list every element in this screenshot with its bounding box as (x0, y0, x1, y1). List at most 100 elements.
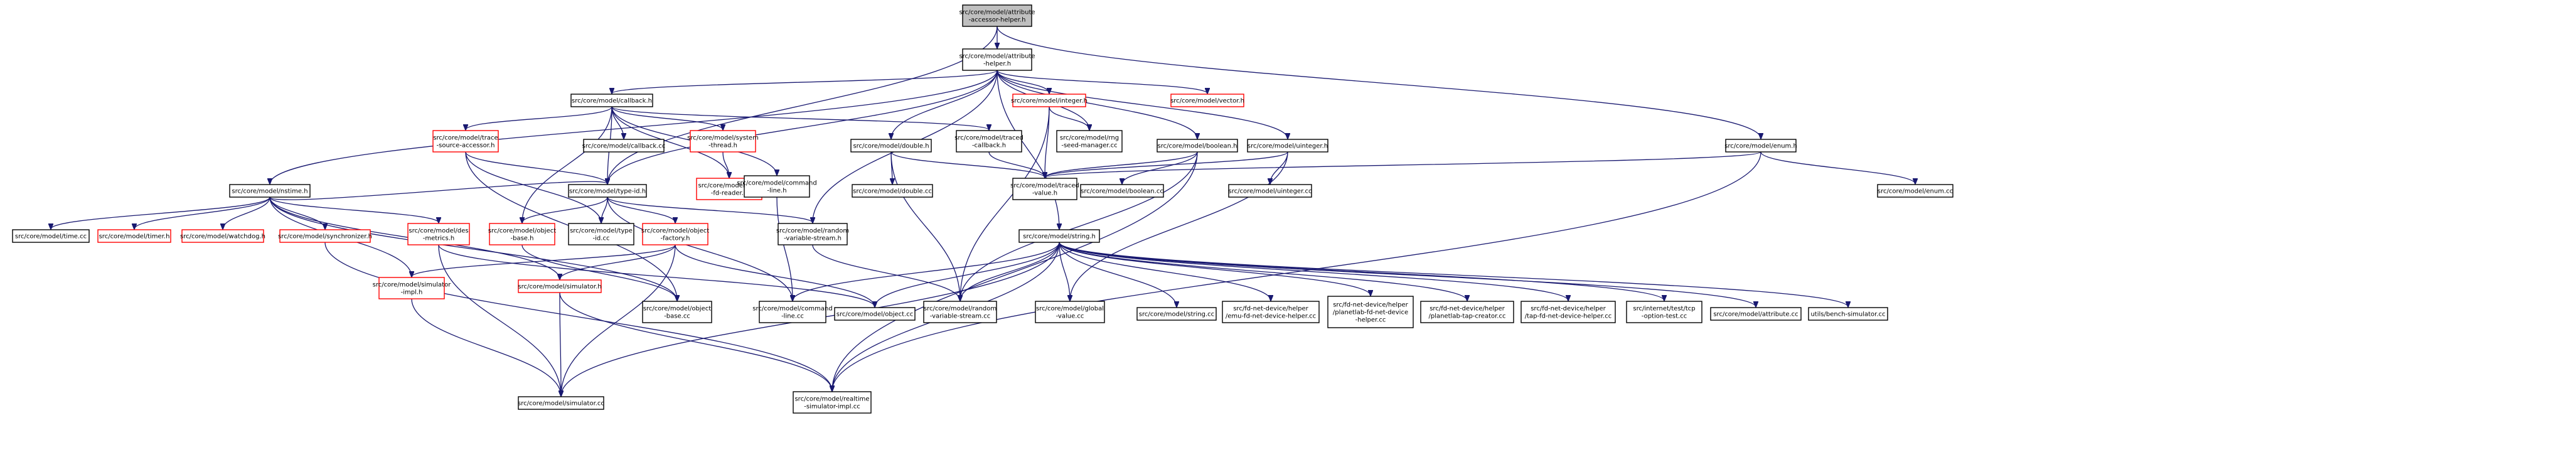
node-label: src/core/model/simulator.h (518, 284, 601, 291)
node-boolean-cc[interactable]: src/core/model/boolean.cc (1080, 184, 1164, 198)
node-type-id-h[interactable]: src/core/model/type-id.h (568, 184, 647, 198)
node-traced-callback-h[interactable]: src/core/model/traced-callback.h (954, 130, 1023, 153)
node-command-line-cc[interactable]: src/core/model/command-line.cc (752, 301, 833, 323)
node-simulator-cc[interactable]: src/core/model/simulator.cc (518, 396, 604, 410)
node-rng-seed-manager-cc[interactable]: src/core/model/rng-seed-manager.cc (1056, 130, 1123, 153)
node-double-h[interactable]: src/core/model/double.h (850, 139, 932, 153)
edge-nstime-h-to-synchronizer-h (269, 196, 325, 229)
node-box (793, 391, 872, 414)
node-label: src/core/model/callback.cc (582, 143, 666, 150)
node-tap-fd-net-device-helper-cc[interactable]: src/fd-net-device/helper/tap-fd-net-devi… (1520, 301, 1616, 323)
node-integer-h[interactable]: src/core/model/integer.h (1011, 94, 1088, 107)
node-attribute-accessor-helper-h[interactable]: src/core/model/attribute-accessor-helper… (959, 4, 1035, 27)
node-label: -helper.cc (1355, 317, 1386, 324)
edge-integer-h-to-random-variable-stream-cc (960, 106, 1050, 301)
node-label: -base.cc (664, 313, 690, 320)
node-box (852, 184, 933, 198)
node-realtime-simulator-impl-cc[interactable]: src/core/model/realtime-simulator-impl.c… (793, 391, 872, 414)
node-label: src/core/model/double.cc (853, 188, 932, 195)
node-object-base-h[interactable]: src/core/model/object-base.h (488, 223, 556, 245)
node-traced-value-h[interactable]: src/core/model/traced-value.h (1010, 178, 1079, 200)
edge-type-id-h-to-command-line-cc (607, 196, 793, 301)
node-system-thread-h[interactable]: src/core/model/system-thread.h (687, 130, 759, 153)
node-box (570, 94, 653, 107)
node-synchronizer-h[interactable]: src/core/model/synchronizer.h (278, 229, 372, 243)
node-type-id-cc[interactable]: src/core/model/type-id.cc (568, 223, 634, 245)
node-double-cc[interactable]: src/core/model/double.cc (852, 184, 933, 198)
edge-object-factory-h-to-simulator-h (560, 244, 676, 279)
node-bench-simulator-cc[interactable]: utils/bench-simulator.cc (1808, 307, 1888, 321)
node-label: /planetlab-tap-creator.cc (1429, 313, 1506, 320)
edge-attribute-helper-h-to-double-h (891, 70, 998, 139)
node-label: src/fd-net-device/helper (1333, 302, 1408, 309)
node-watchdog-h[interactable]: src/core/model/watchdog.h (180, 229, 265, 243)
node-box (518, 279, 602, 293)
node-label: src/core/model/time.cc (15, 234, 87, 240)
node-label: -impl.h (401, 289, 423, 296)
node-label: src/core/model/des (409, 228, 468, 235)
node-global-value-cc[interactable]: src/core/model/global-value.cc (1035, 301, 1105, 323)
node-simulator-h[interactable]: src/core/model/simulator.h (518, 279, 602, 293)
edge-nstime-h-to-type-id-h (269, 181, 607, 200)
node-time-cc[interactable]: src/core/model/time.cc (12, 229, 90, 243)
node-box (1626, 301, 1702, 323)
edge-integer-h-to-rng-seed-manager-cc (1049, 106, 1089, 130)
node-label: -thread.h (708, 142, 737, 149)
node-timer-h[interactable]: src/core/model/timer.h (97, 229, 171, 243)
node-callback-h[interactable]: src/core/model/callback.h (570, 94, 653, 107)
node-callback-cc[interactable]: src/core/model/callback.cc (582, 139, 666, 153)
edge-string-h-to-bench-simulator-cc (1059, 242, 1848, 307)
edge-object-base-h-to-object-base-cc (521, 244, 677, 301)
node-label: src/core/model/object (641, 228, 709, 235)
node-attribute-helper-h[interactable]: src/core/model/attribute-helper.h (959, 48, 1035, 71)
node-string-h[interactable]: src/core/model/string.h (1018, 229, 1100, 243)
node-label: src/core/model/random (776, 228, 849, 235)
edge-simulator-impl-h-to-simulator-cc (411, 298, 561, 396)
node-box (181, 229, 264, 243)
node-uinteger-h[interactable]: src/core/model/uinteger.h (1247, 139, 1328, 153)
node-object-factory-h[interactable]: src/core/model/object-factory.h (641, 223, 709, 245)
edge-synchronizer-h-to-realtime-simulator-impl-cc (324, 242, 832, 391)
node-enum-h[interactable]: src/core/model/enum.h (1724, 139, 1797, 153)
node-string-cc[interactable]: src/core/model/string.cc (1136, 307, 1217, 321)
node-emu-fd-net-device-helper-cc[interactable]: src/fd-net-device/helper/emu-fd-net-devi… (1222, 301, 1320, 323)
node-box (568, 223, 634, 245)
node-des-metrics-h[interactable]: src/core/model/des-metrics.h (407, 223, 470, 245)
edge-attribute-helper-h-to-string-h (997, 70, 1059, 229)
node-enum-cc[interactable]: src/core/model/enum.cc (1877, 184, 1953, 198)
edge-string-h-to-global-value-cc (1059, 242, 1070, 301)
node-uinteger-cc[interactable]: src/core/model/uinteger.cc (1228, 184, 1312, 198)
edge-des-metrics-h-to-object-cc (438, 244, 875, 307)
node-box (97, 229, 171, 243)
node-boolean-h[interactable]: src/core/model/boolean.h (1157, 139, 1238, 153)
edge-uinteger-h-to-traced-value-h (1045, 151, 1288, 178)
node-vector-h[interactable]: src/core/model/vector.h (1170, 94, 1244, 107)
node-planetlab-tap-creator-cc[interactable]: src/fd-net-device/helper/planetlab-tap-c… (1420, 301, 1514, 323)
node-box (1170, 94, 1244, 107)
node-object-base-cc[interactable]: src/core/model/object-base.cc (642, 301, 712, 323)
node-label: src/core/model/realtime (794, 396, 869, 403)
node-label: -callback.h (972, 142, 1006, 149)
edge-type-id-h-to-type-id-cc (601, 196, 608, 223)
node-command-line-h[interactable]: src/core/model/command-line.h (737, 175, 817, 198)
node-label: src/core/model/trace (433, 135, 498, 142)
node-box (378, 277, 445, 299)
node-object-cc[interactable]: src/core/model/object.cc (834, 307, 916, 321)
node-planetlab-fd-net-device-helper-cc[interactable]: src/fd-net-device/helper/planetlab-fd-ne… (1327, 296, 1414, 328)
node-box (229, 184, 311, 198)
node-simulator-impl-h[interactable]: src/core/model/simulator-impl.h (373, 277, 452, 299)
node-box (583, 139, 665, 153)
node-random-variable-stream-h[interactable]: src/core/model/random-variable-stream.h (776, 223, 849, 245)
node-label: src/core/model/callback.h (572, 98, 652, 105)
node-label: -simulator-impl.cc (804, 404, 860, 411)
node-trace-source-accessor-h[interactable]: src/core/model/trace-source-accessor.h (432, 130, 499, 153)
node-attribute-cc[interactable]: src/core/model/attribute.cc (1710, 307, 1802, 321)
node-label: src/core/model/simulator.cc (518, 401, 604, 407)
node-random-variable-stream-cc[interactable]: src/core/model/random-variable-stream.cc (923, 301, 997, 323)
node-nstime-h[interactable]: src/core/model/nstime.h (229, 184, 311, 198)
node-tcp-option-test-cc[interactable]: src/internet/test/tcp-option-test.cc (1626, 301, 1702, 323)
edge-callback-h-to-traced-callback-h (611, 106, 989, 130)
node-label: src/core/model/simulator (373, 282, 452, 289)
edge-simulator-h-to-realtime-simulator-impl-cc (559, 292, 832, 391)
